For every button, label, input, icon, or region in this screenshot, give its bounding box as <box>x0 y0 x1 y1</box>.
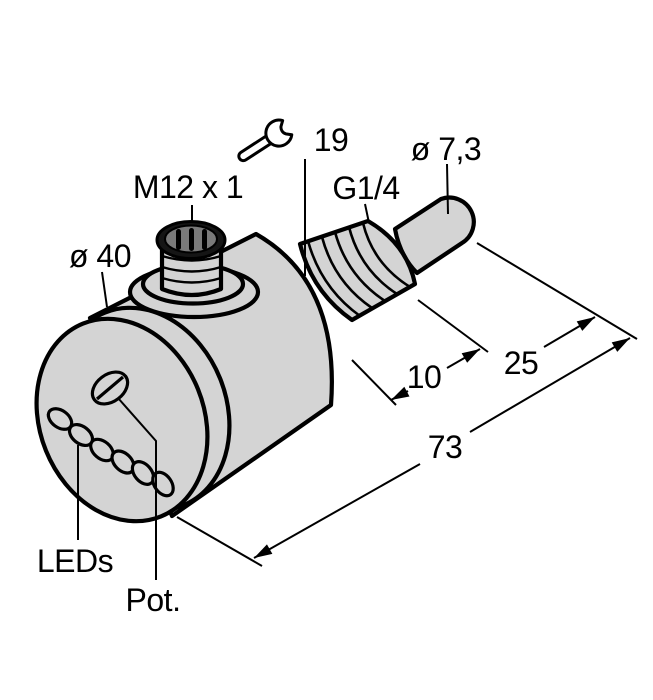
extension-tip-end <box>476 242 638 340</box>
label-leds: LEDs <box>37 543 113 579</box>
dim-25 <box>543 316 596 348</box>
extension-thread-end <box>417 299 489 353</box>
extension-body-face <box>176 516 263 567</box>
leader-d73 <box>446 163 449 215</box>
process-thread-section <box>297 218 418 323</box>
body-face <box>34 316 210 524</box>
label-connector-thread: M12 x 1 <box>133 169 243 205</box>
label-wrench-size: 19 <box>314 122 349 158</box>
dimension-probe-length: 25 <box>504 345 539 381</box>
dimension-overall-length: 73 <box>428 429 463 465</box>
label-potentiometer: Pot. <box>126 582 181 618</box>
dimension-lines <box>176 242 638 567</box>
dim-73-left <box>253 463 421 559</box>
dim-10-right <box>446 348 481 369</box>
leader-pot <box>117 397 157 580</box>
dimension-thread-length: 10 <box>407 359 442 395</box>
wrench-icon <box>237 118 294 163</box>
label-process-thread: G1/4 <box>332 170 399 206</box>
led-indicators <box>46 407 175 498</box>
leader-d40 <box>101 271 108 308</box>
leader-g14 <box>364 203 370 224</box>
label-body-diameter: ø 40 <box>69 238 131 274</box>
label-probe-diameter: ø 7,3 <box>411 131 481 167</box>
led-hole <box>130 460 156 486</box>
dim-73-right <box>469 337 631 433</box>
connector-pins <box>176 228 207 251</box>
extension-thread-start <box>351 359 397 406</box>
dim-10-left <box>390 386 410 401</box>
m12-connector <box>127 220 261 320</box>
